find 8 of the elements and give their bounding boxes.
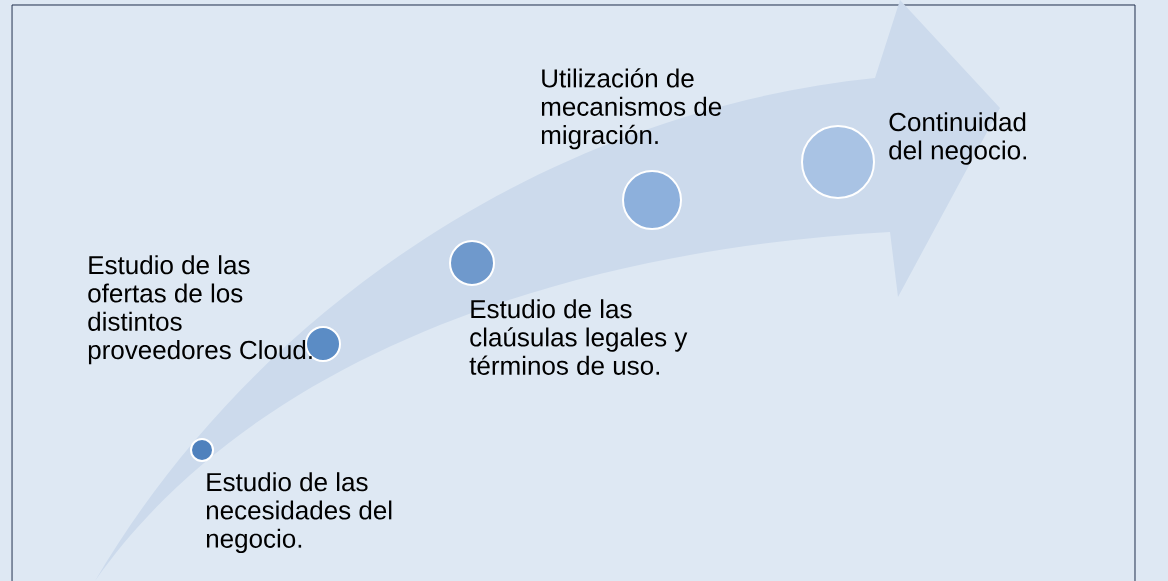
step-label: Utilización de mecanismos de migración. xyxy=(541,68,722,150)
step-circle xyxy=(622,170,682,230)
step-circle xyxy=(801,125,875,199)
step-label: Estudio de las necesidades del negocio. xyxy=(206,472,392,553)
step-circle xyxy=(449,240,495,286)
step-label: Estudio de las ofertas de los distintos proveedores Cloud. xyxy=(88,255,312,365)
step-label: Continuidad del negocio. xyxy=(889,112,1026,165)
step-label: Estudio de las claúsulas legales y términos de uso. xyxy=(469,299,688,375)
